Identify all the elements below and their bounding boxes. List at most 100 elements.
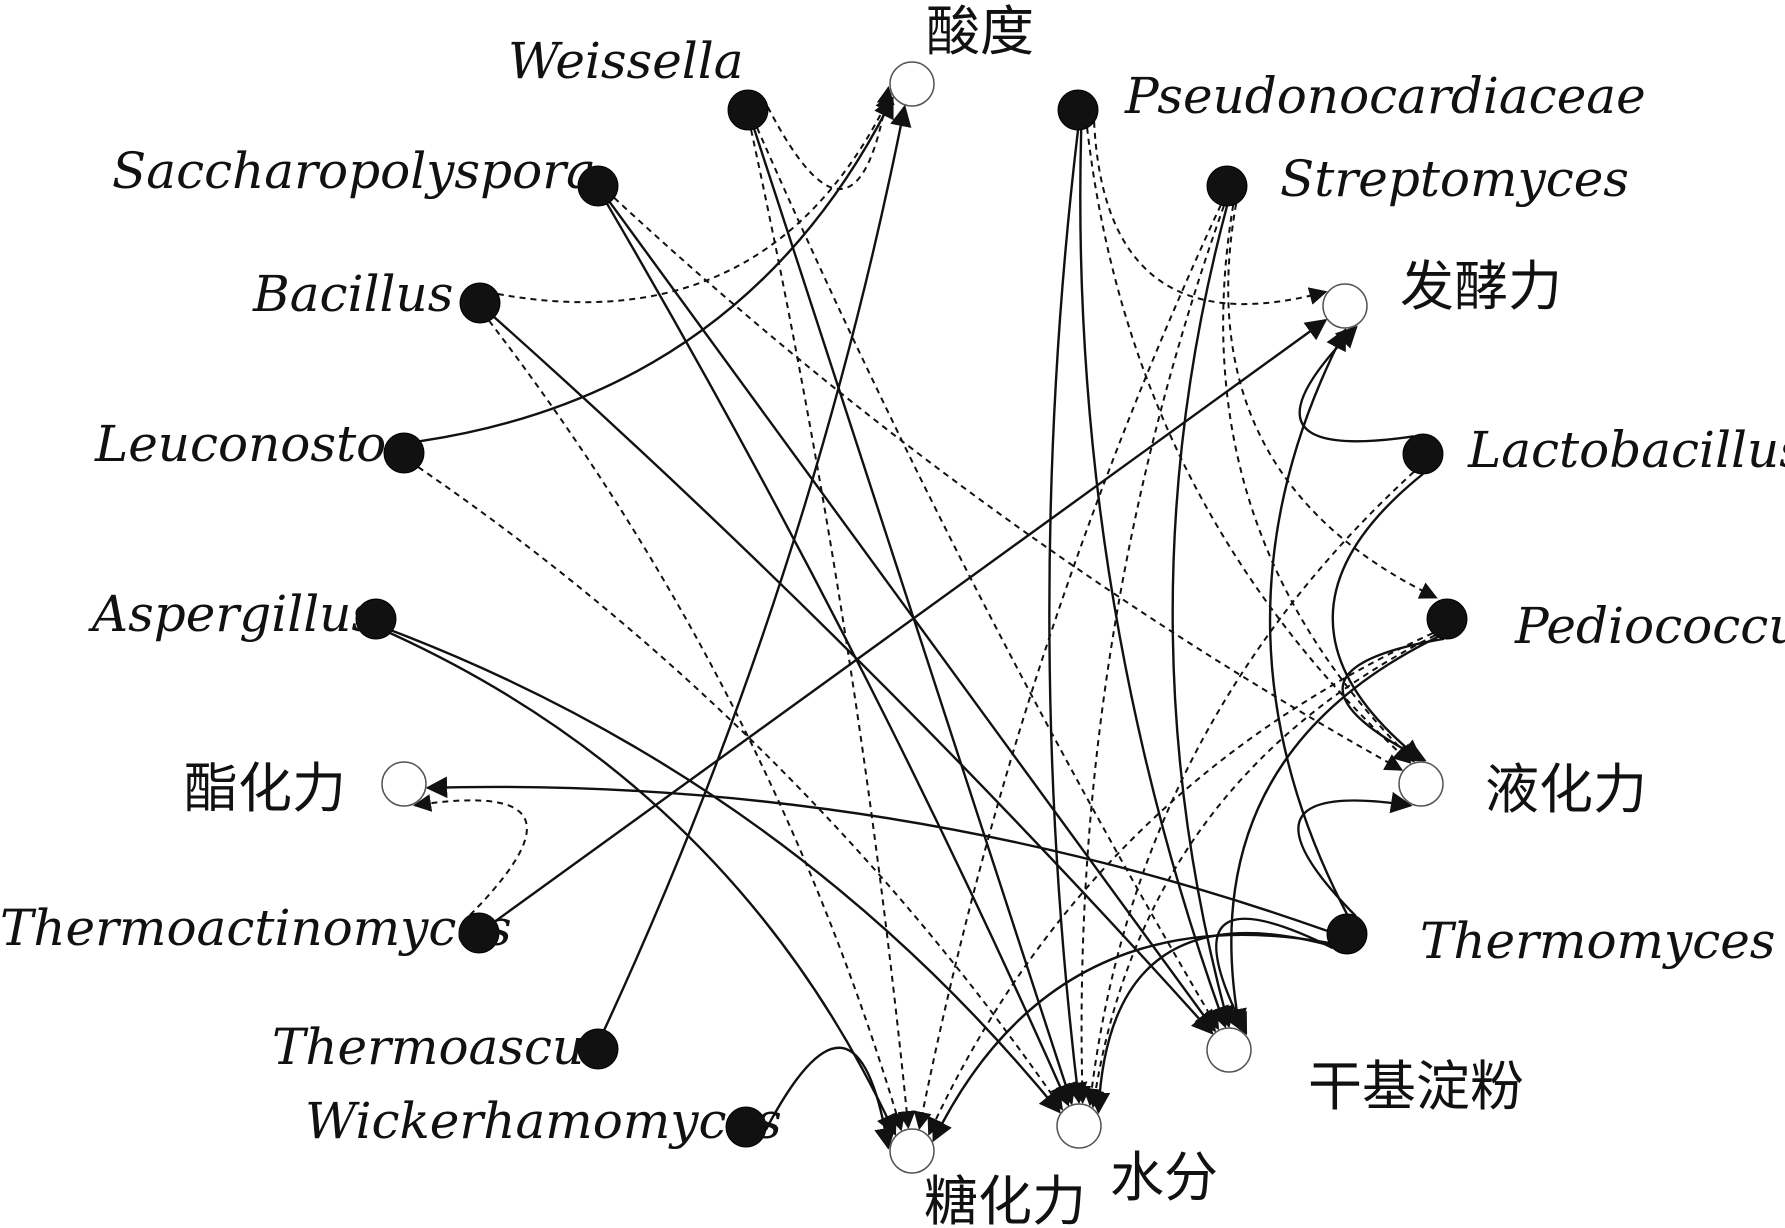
node-dot bbox=[727, 89, 769, 131]
node-liquefaction-power[interactable]: 液化力 bbox=[1398, 758, 1647, 821]
edge-thermoactinomyces-to-esterification-power bbox=[413, 794, 528, 916]
edge-aspergillus-to-saccharification-power bbox=[389, 632, 897, 1137]
node-label: Pseudonocardiaceae bbox=[1124, 67, 1646, 125]
edge-bacillus-to-saccharification-power bbox=[488, 320, 906, 1132]
node-thermomyces[interactable]: Thermomyces bbox=[1326, 912, 1775, 970]
node-dot bbox=[458, 912, 500, 954]
node-pseudonocardiaceae[interactable]: Pseudonocardiaceae bbox=[1057, 67, 1646, 131]
edge-pediococcus-to-saccharification-power bbox=[927, 632, 1434, 1136]
edge-pediococcus-to-moisture bbox=[1086, 634, 1436, 1109]
node-weissella[interactable]: Weissella bbox=[508, 32, 769, 131]
edge-saccharopolyspora-to-dry-starch bbox=[608, 201, 1217, 1033]
edge-leuconostoc-to-acidity bbox=[420, 96, 894, 443]
node-fermentation-power[interactable]: 发酵力 bbox=[1322, 255, 1562, 329]
node-label: Weissella bbox=[508, 32, 744, 90]
edge-thermomyces-to-saccharification-power bbox=[932, 933, 1330, 1143]
edge-pseudonocardiaceae-to-dry-starch bbox=[1079, 129, 1229, 1029]
edge-pseudonocardiaceae-to-fermentation-power bbox=[1093, 121, 1328, 306]
node-dot bbox=[889, 1128, 935, 1174]
node-dot bbox=[381, 761, 427, 807]
node-label: 酸度 bbox=[926, 0, 1034, 63]
node-dot bbox=[1426, 598, 1468, 640]
edge-streptomyces-to-dry-starch bbox=[1171, 205, 1235, 1029]
edge-thermomyces-to-liquefaction-power bbox=[1297, 791, 1413, 917]
node-dot bbox=[355, 598, 397, 640]
node-label: Wickerhamomyces bbox=[305, 1092, 782, 1150]
node-dot bbox=[1322, 283, 1368, 329]
node-dot bbox=[1402, 433, 1444, 475]
node-label: Pediococcus bbox=[1514, 597, 1785, 655]
edge-lactobacillus-to-liquefaction-power bbox=[1331, 473, 1424, 762]
node-thermoactinomyces[interactable]: Thermoactinomyces bbox=[0, 899, 512, 957]
edge-weissella-to-dry-starch bbox=[756, 127, 1220, 1031]
edge-thermomyces-to-esterification-power bbox=[425, 776, 1328, 933]
edge-saccharopolyspora-to-liquefaction-power bbox=[613, 197, 1404, 771]
edge-bacillus-to-dry-starch bbox=[493, 316, 1214, 1035]
edge-thermomyces-to-dry-starch bbox=[1215, 917, 1334, 1036]
edge-weissella-to-saccharification-power bbox=[750, 129, 916, 1130]
node-label: Saccharopolyspora bbox=[112, 142, 596, 200]
node-esterification-power[interactable]: 酯化力 bbox=[184, 757, 427, 820]
edges-layer bbox=[389, 86, 1445, 1150]
node-dot bbox=[459, 282, 501, 324]
node-label: Thermoactinomyces bbox=[0, 899, 512, 957]
node-label: 干基淀粉 bbox=[1308, 1055, 1524, 1118]
node-label: 酯化力 bbox=[184, 757, 346, 820]
node-label: Lactobacillus bbox=[1467, 421, 1785, 479]
edge-lactobacillus-to-moisture bbox=[1082, 471, 1415, 1107]
edge-lactobacillus-to-fermentation-power bbox=[1298, 325, 1414, 443]
node-dry-starch[interactable]: 干基淀粉 bbox=[1206, 1027, 1524, 1118]
node-label: Thermoascus bbox=[272, 1018, 610, 1076]
edge-thermoascus-to-acidity bbox=[603, 104, 912, 1031]
edge-pseudonocardiaceae-to-liquefaction-power bbox=[1086, 127, 1412, 764]
node-dot bbox=[725, 1106, 767, 1148]
edge-bacillus-to-acidity bbox=[497, 93, 892, 304]
edge-aspergillus-to-moisture bbox=[391, 629, 1061, 1114]
edge-streptomyces-to-moisture bbox=[1073, 205, 1225, 1105]
node-label: 发酵力 bbox=[1400, 255, 1562, 318]
edge-saccharopolyspora-to-moisture bbox=[606, 203, 1071, 1107]
node-dot bbox=[889, 61, 935, 107]
edge-wickerhamomyces-to-saccharification-power bbox=[764, 1046, 896, 1150]
node-dot bbox=[1206, 1027, 1252, 1073]
edge-streptomyces-to-pediococcus bbox=[1227, 203, 1438, 599]
edge-streptomyces-to-saccharification-power bbox=[913, 204, 1222, 1130]
node-label: Bacillus bbox=[252, 265, 453, 323]
node-dot bbox=[1398, 761, 1444, 807]
node-label: Streptomyces bbox=[1280, 150, 1629, 208]
edge-pediococcus-to-dry-starch bbox=[1225, 635, 1439, 1031]
node-label: Leuconostoc bbox=[94, 415, 414, 473]
edge-pseudonocardiaceae-to-moisture bbox=[1048, 129, 1088, 1105]
node-acidity[interactable]: 酸度 bbox=[889, 0, 1034, 107]
edge-weissella-to-acidity bbox=[766, 86, 895, 190]
node-label: Thermomyces bbox=[1420, 912, 1775, 970]
node-wickerhamomyces[interactable]: Wickerhamomyces bbox=[305, 1092, 782, 1150]
node-dot bbox=[1206, 165, 1248, 207]
node-dot bbox=[577, 1028, 619, 1070]
node-dot bbox=[1326, 913, 1368, 955]
node-label: 液化力 bbox=[1485, 758, 1647, 821]
edge-thermoactinomyces-to-fermentation-power bbox=[494, 318, 1328, 923]
node-streptomyces[interactable]: Streptomyces bbox=[1206, 150, 1629, 208]
node-dot bbox=[383, 432, 425, 474]
edge-leuconostoc-to-moisture bbox=[417, 466, 1064, 1111]
edge-streptomyces-to-liquefaction-power bbox=[1222, 204, 1415, 763]
node-thermoascus[interactable]: Thermoascus bbox=[272, 1018, 619, 1076]
node-saccharification-power[interactable]: 糖化力 bbox=[889, 1128, 1086, 1228]
node-dot bbox=[577, 165, 619, 207]
node-leuconostoc[interactable]: Leuconostoc bbox=[94, 415, 425, 474]
edge-thermomyces-to-fermentation-power bbox=[1268, 328, 1348, 915]
node-label: Aspergillus bbox=[88, 585, 377, 643]
node-aspergillus[interactable]: Aspergillus bbox=[88, 585, 397, 643]
node-pediococcus[interactable]: Pediococcus bbox=[1426, 597, 1785, 655]
node-saccharopolyspora[interactable]: Saccharopolyspora bbox=[112, 142, 619, 207]
node-dot bbox=[1056, 1103, 1102, 1149]
node-dot bbox=[1057, 89, 1099, 131]
node-lactobacillus[interactable]: Lactobacillus bbox=[1402, 421, 1785, 479]
node-label: 水分 bbox=[1110, 1146, 1218, 1209]
node-moisture[interactable]: 水分 bbox=[1056, 1103, 1218, 1209]
node-label: 糖化力 bbox=[924, 1170, 1086, 1228]
node-bacillus[interactable]: Bacillus bbox=[252, 265, 501, 324]
